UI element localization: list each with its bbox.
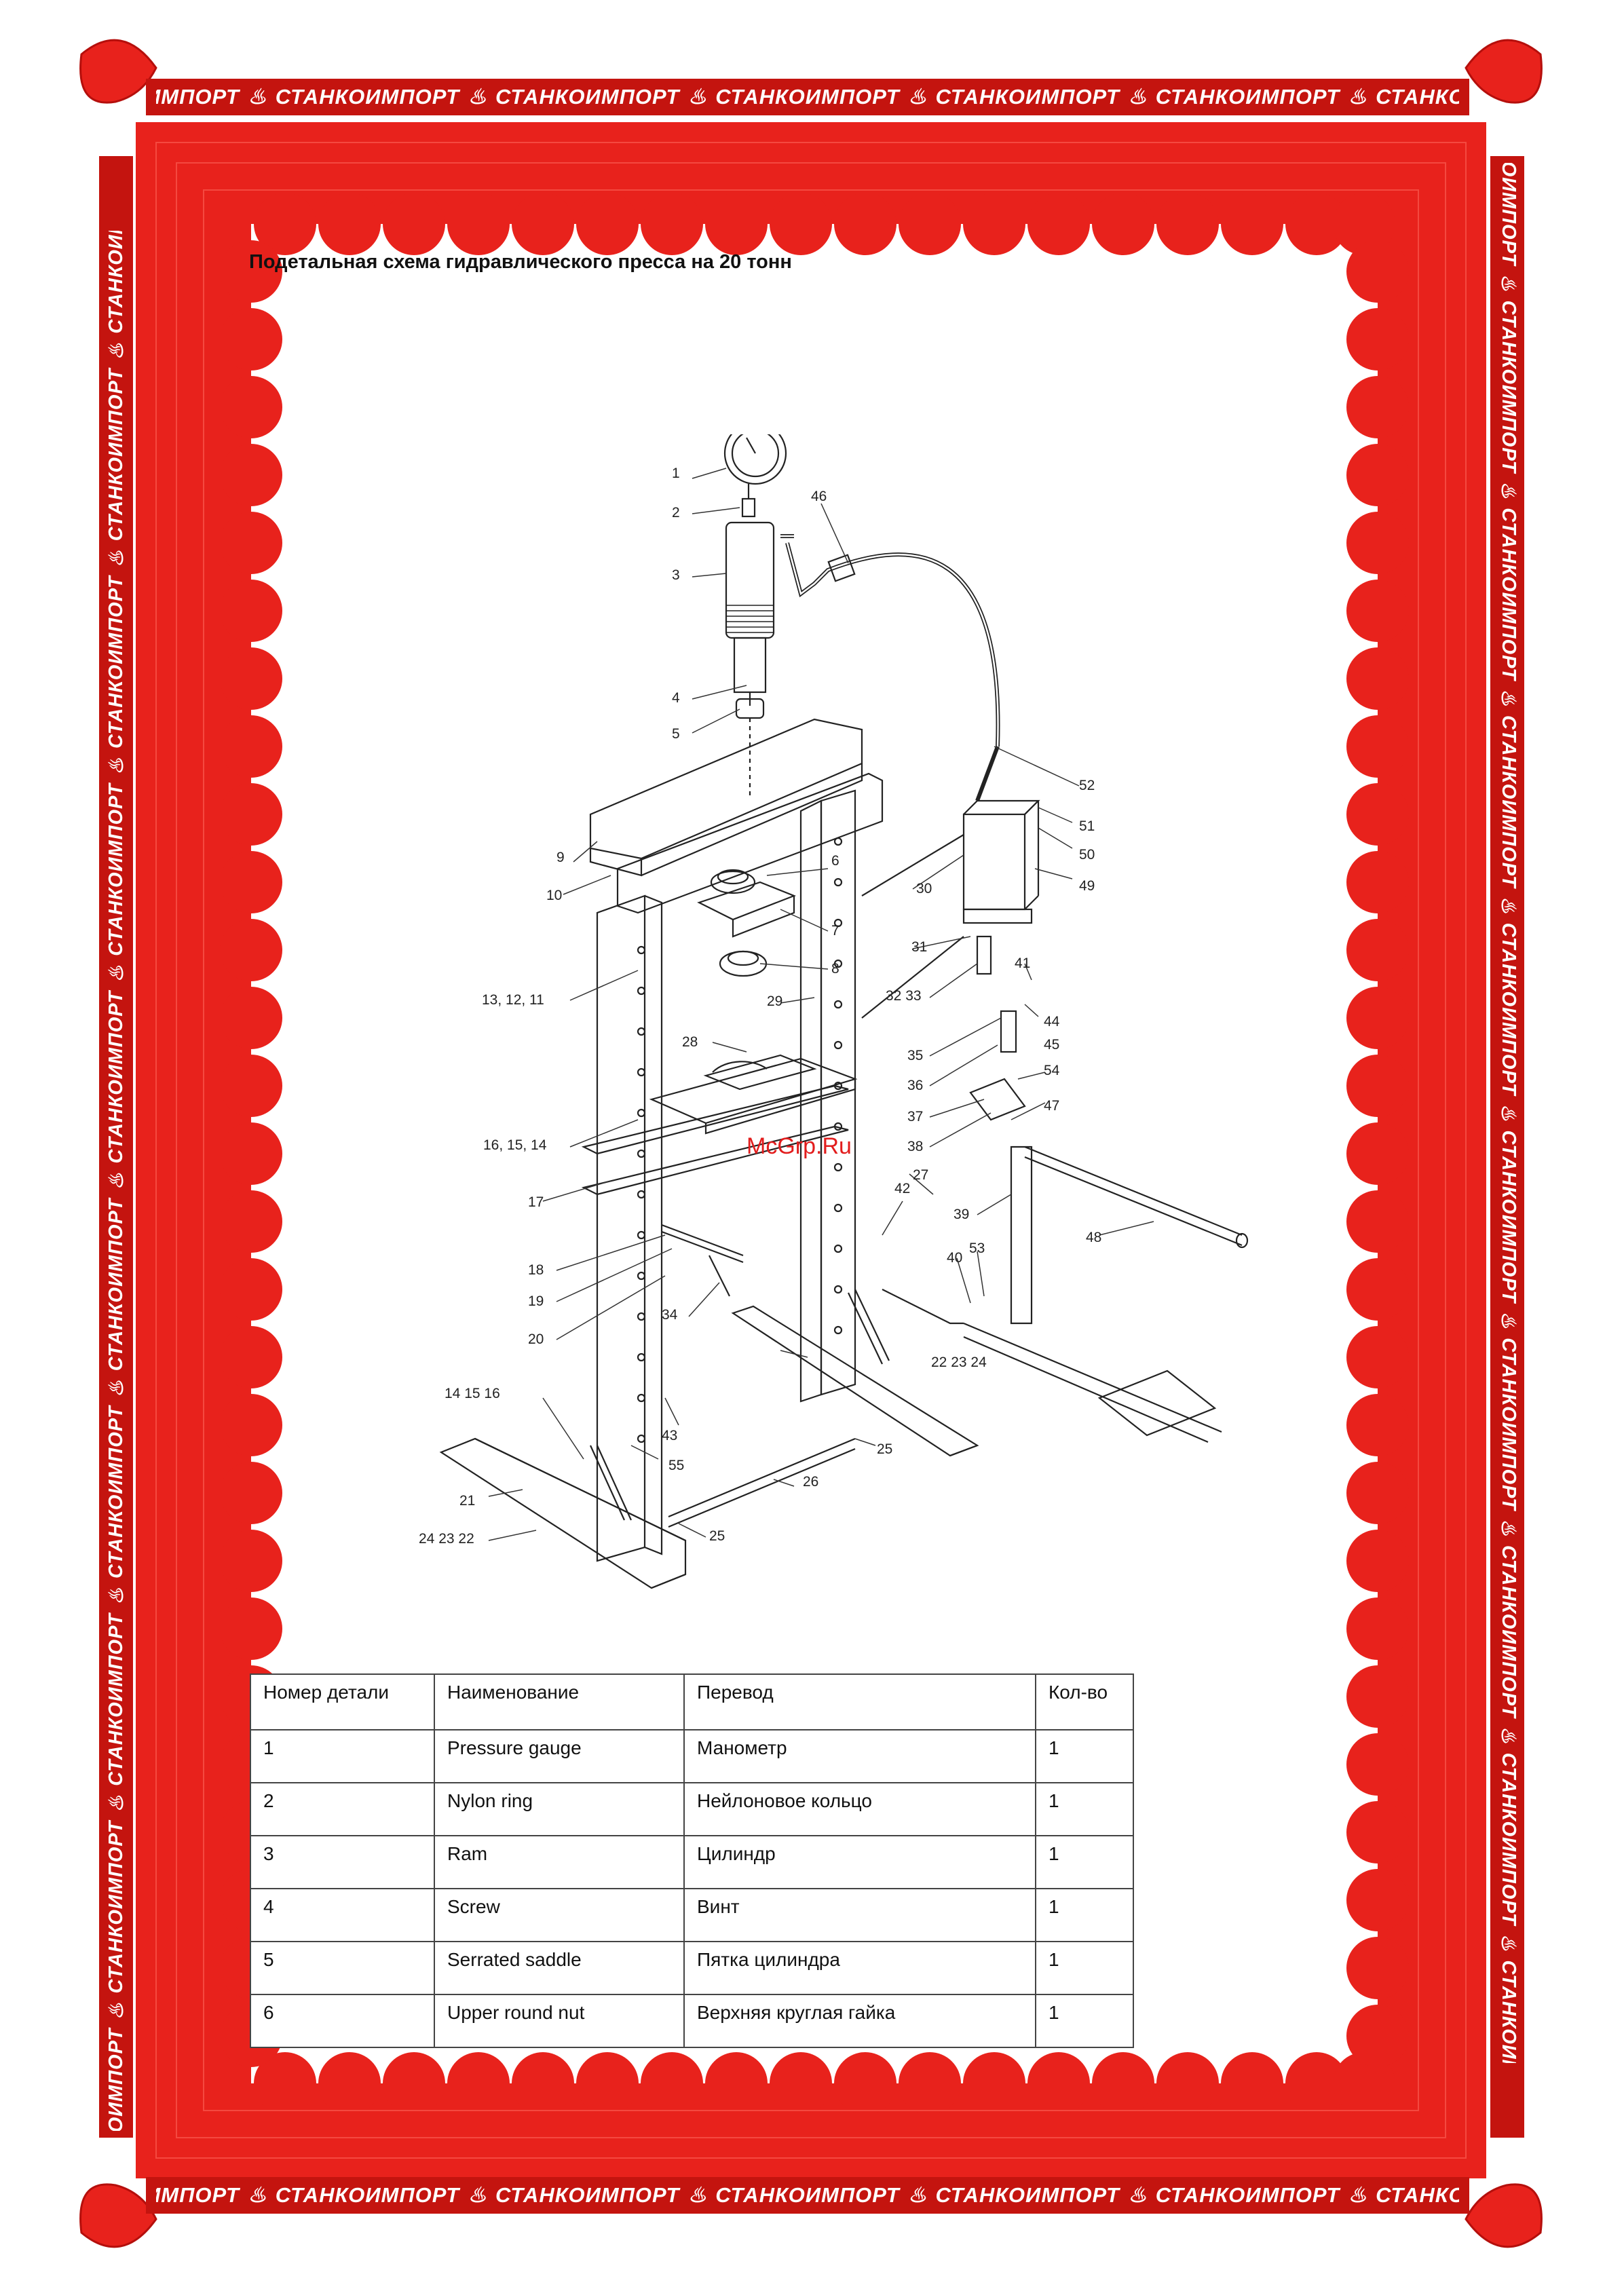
callout-17: 17 xyxy=(528,1194,544,1210)
callout-44: 44 xyxy=(1044,1014,1060,1029)
callout-52: 52 xyxy=(1079,778,1095,793)
page-title: Подетальная схема гидравлического пресса… xyxy=(249,251,792,273)
cell-number: 2 xyxy=(250,1782,435,1836)
callout-9: 9 xyxy=(556,850,565,865)
cell-name: Serrated saddle xyxy=(434,1941,685,1995)
callout-38: 38 xyxy=(907,1139,923,1154)
callout-32-33: 32 33 xyxy=(886,988,922,1004)
cell-number: 6 xyxy=(250,1994,435,2048)
table-header-row: Номер детали Наименование Перевод Кол-во xyxy=(250,1673,1134,1730)
exploded-diagram: 1 2 3 4 5 46 6 7 8 9 10 13, 12, 11 29 28… xyxy=(419,434,1249,1589)
callout-24-23-22-left: 24 23 22 xyxy=(419,1531,474,1547)
callout-41: 41 xyxy=(1015,956,1030,971)
callout-6: 6 xyxy=(831,853,839,869)
cell-translation: Цилиндр xyxy=(683,1835,1036,1889)
callout-22-23-24-right: 22 23 24 xyxy=(931,1355,987,1370)
callout-30: 30 xyxy=(916,881,932,896)
table-row: 1 Pressure gauge Манометр 1 xyxy=(250,1729,1134,1783)
watermark-text: McGrp.Ru xyxy=(747,1133,852,1159)
callout-19: 19 xyxy=(528,1293,544,1309)
header-qty: Кол-во xyxy=(1035,1673,1134,1730)
cell-qty: 1 xyxy=(1035,1782,1134,1836)
cell-translation: Нейлоновое кольцо xyxy=(683,1782,1036,1836)
callout-4: 4 xyxy=(672,690,680,706)
callout-46: 46 xyxy=(811,489,827,504)
cell-translation: Пятка цилиндра xyxy=(683,1941,1036,1995)
callout-39: 39 xyxy=(953,1207,969,1222)
cell-qty: 1 xyxy=(1035,1729,1134,1783)
callout-29: 29 xyxy=(767,994,782,1009)
callout-3: 3 xyxy=(672,567,680,583)
callout-43: 43 xyxy=(662,1428,677,1443)
callout-7: 7 xyxy=(831,923,839,939)
callout-1: 1 xyxy=(672,466,680,481)
cell-qty: 1 xyxy=(1035,1941,1134,1995)
cell-name: Pressure gauge xyxy=(434,1729,685,1783)
callout-34: 34 xyxy=(662,1307,678,1323)
table-row: 2 Nylon ring Нейлоновое кольцо 1 xyxy=(250,1782,1134,1836)
cell-translation: Винт xyxy=(683,1888,1036,1942)
cell-name: Screw xyxy=(434,1888,685,1942)
cell-translation: Верхняя круглая гайка xyxy=(683,1994,1036,2048)
brand-ribbon-left: СТАНКОИМПОРТ♨СТАНКОИМПОРТ♨СТАНКОИМПОРТ♨С… xyxy=(105,231,128,2131)
callout-20: 20 xyxy=(528,1331,544,1347)
callout-49: 49 xyxy=(1079,878,1095,894)
cell-number: 5 xyxy=(250,1941,435,1995)
callout-27: 27 xyxy=(913,1167,928,1183)
cell-name: Upper round nut xyxy=(434,1994,685,2048)
callout-26: 26 xyxy=(803,1474,818,1490)
callout-25-lower: 25 xyxy=(709,1528,725,1544)
header-number: Номер детали xyxy=(250,1673,435,1730)
cell-number: 1 xyxy=(250,1729,435,1783)
table-row: 6 Upper round nut Верхняя круглая гайка … xyxy=(250,1994,1134,2048)
parts-table: Номер детали Наименование Перевод Кол-во… xyxy=(250,1673,1134,2048)
table-row: 5 Serrated saddle Пятка цилиндра 1 xyxy=(250,1941,1134,1995)
callout-42: 42 xyxy=(894,1181,910,1196)
table-row: 4 Screw Винт 1 xyxy=(250,1888,1134,1942)
cell-translation: Манометр xyxy=(683,1729,1036,1783)
cell-number: 4 xyxy=(250,1888,435,1942)
callout-14-15-16-left: 14 15 16 xyxy=(445,1386,500,1401)
callout-36: 36 xyxy=(907,1078,923,1093)
header-translation: Перевод xyxy=(683,1673,1036,1730)
cell-number: 3 xyxy=(250,1835,435,1889)
brand-ribbon-right: СТАНКОИМПОРТ♨СТАНКОИМПОРТ♨СТАНКОИМПОРТ♨С… xyxy=(1497,163,1520,2063)
cell-qty: 1 xyxy=(1035,1888,1134,1942)
callout-51: 51 xyxy=(1079,818,1095,834)
callout-18: 18 xyxy=(528,1262,544,1278)
callout-13-12-11: 13, 12, 11 xyxy=(482,992,544,1008)
callout-16-15-14: 16, 15, 14 xyxy=(483,1137,547,1153)
callout-2: 2 xyxy=(672,505,680,521)
brand-ribbon-top: СТАНКОИМПОРТ♨СТАНКОИМПОРТ♨СТАНКОИМПОРТ♨С… xyxy=(156,85,1459,109)
cell-name: Ram xyxy=(434,1835,685,1889)
callout-53: 53 xyxy=(969,1241,985,1256)
callout-45: 45 xyxy=(1044,1037,1059,1053)
callout-8: 8 xyxy=(831,961,839,977)
callout-47: 47 xyxy=(1044,1098,1059,1114)
callout-25-upper: 25 xyxy=(877,1441,892,1457)
callout-48: 48 xyxy=(1086,1230,1101,1245)
callout-54: 54 xyxy=(1044,1063,1060,1078)
cell-name: Nylon ring xyxy=(434,1782,685,1836)
cell-qty: 1 xyxy=(1035,1994,1134,2048)
callout-31: 31 xyxy=(911,939,927,955)
callout-40: 40 xyxy=(947,1250,962,1266)
cell-qty: 1 xyxy=(1035,1835,1134,1889)
header-name: Наименование xyxy=(434,1673,685,1730)
table-row: 3 Ram Цилиндр 1 xyxy=(250,1835,1134,1889)
callout-28: 28 xyxy=(682,1034,698,1050)
callout-37: 37 xyxy=(907,1109,923,1124)
callout-55: 55 xyxy=(668,1458,684,1473)
callout-50: 50 xyxy=(1079,847,1095,863)
callout-10: 10 xyxy=(546,888,562,903)
callout-21: 21 xyxy=(459,1493,475,1509)
brand-ribbon-bottom: СТАНКОИМПОРТ♨СТАНКОИМПОРТ♨СТАНКОИМПОРТ♨С… xyxy=(156,2183,1459,2207)
callout-35: 35 xyxy=(907,1048,923,1063)
callout-5: 5 xyxy=(672,726,680,742)
